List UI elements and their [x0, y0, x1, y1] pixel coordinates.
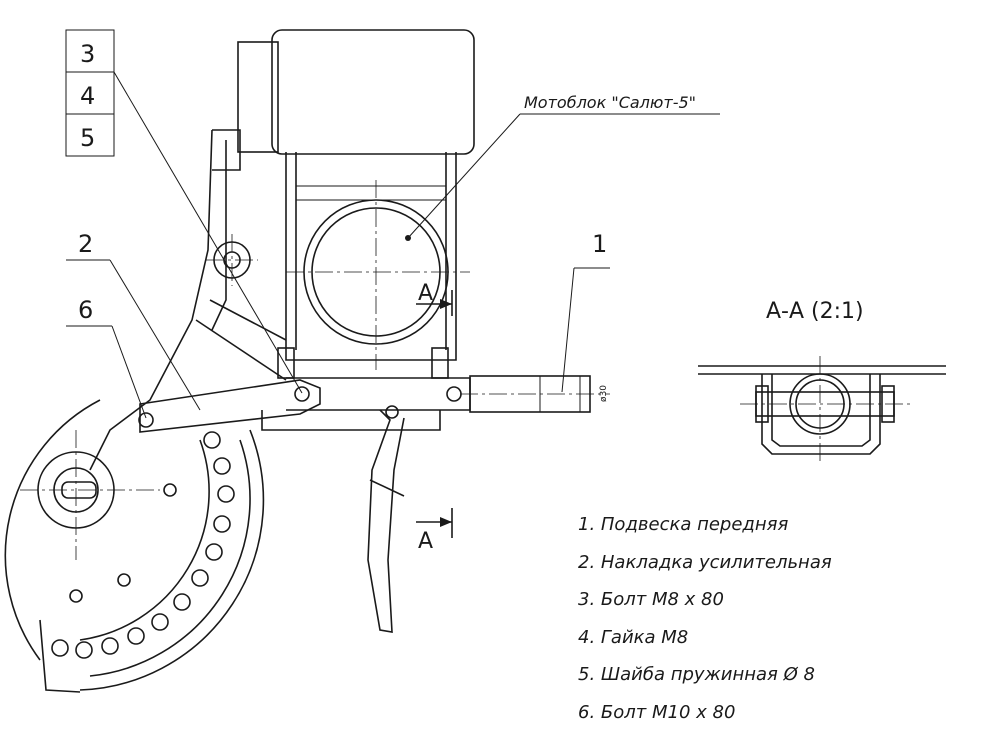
callout-table: 3 4 5 — [65, 29, 115, 157]
legend-item-6: 6. Болт М10 x 80 — [578, 701, 736, 723]
section-mark-lower: А — [418, 529, 433, 554]
legend-item-2: 2. Накладка усилительная — [578, 551, 832, 573]
callout-4: 4 — [80, 82, 95, 110]
motoblock-label-group: Мотоблок "Салют-5" — [405, 93, 720, 241]
legend-item-4: 4. Гайка М8 — [578, 626, 689, 648]
motoblock-engine — [212, 29, 475, 361]
reinforcement-plate — [138, 379, 321, 433]
frame-body — [89, 129, 287, 471]
callout-3: 3 — [80, 40, 95, 68]
section-view-aa: А-А (2:1) — [698, 299, 946, 464]
parts-legend: 1. Подвеска передняя 2. Накладка усилите… — [578, 512, 832, 737]
legend-item-5: 5. Шайба пружинная Ø 8 — [578, 664, 815, 685]
front-wheel — [4, 399, 265, 693]
callout-6-group: 6 — [66, 296, 147, 419]
callout-5: 5 — [80, 124, 95, 152]
wheel-holes — [51, 431, 235, 659]
motoblock-label: Мотоблок "Салют-5" — [524, 93, 696, 112]
section-mark-lower-group: А — [416, 508, 453, 554]
section-title: А-А (2:1) — [766, 299, 864, 324]
callout-1-group: 1 — [561, 230, 610, 393]
legend-item-3: 3. Болт М8 x 80 — [578, 589, 724, 610]
legend-item-1: 1. Подвеска передняя — [578, 514, 789, 535]
lever-handle — [367, 405, 405, 633]
round-housing — [286, 180, 470, 370]
callout-2-group: 2 — [66, 230, 201, 411]
front-hitch: ø30 — [261, 347, 610, 431]
section-mark-upper-group: А — [416, 281, 453, 316]
diameter-dimension: ø30 — [599, 385, 609, 402]
callout-6: 6 — [78, 296, 93, 324]
callout-1: 1 — [592, 230, 607, 258]
section-mark-upper: А — [418, 281, 433, 306]
callout-2: 2 — [78, 230, 93, 258]
